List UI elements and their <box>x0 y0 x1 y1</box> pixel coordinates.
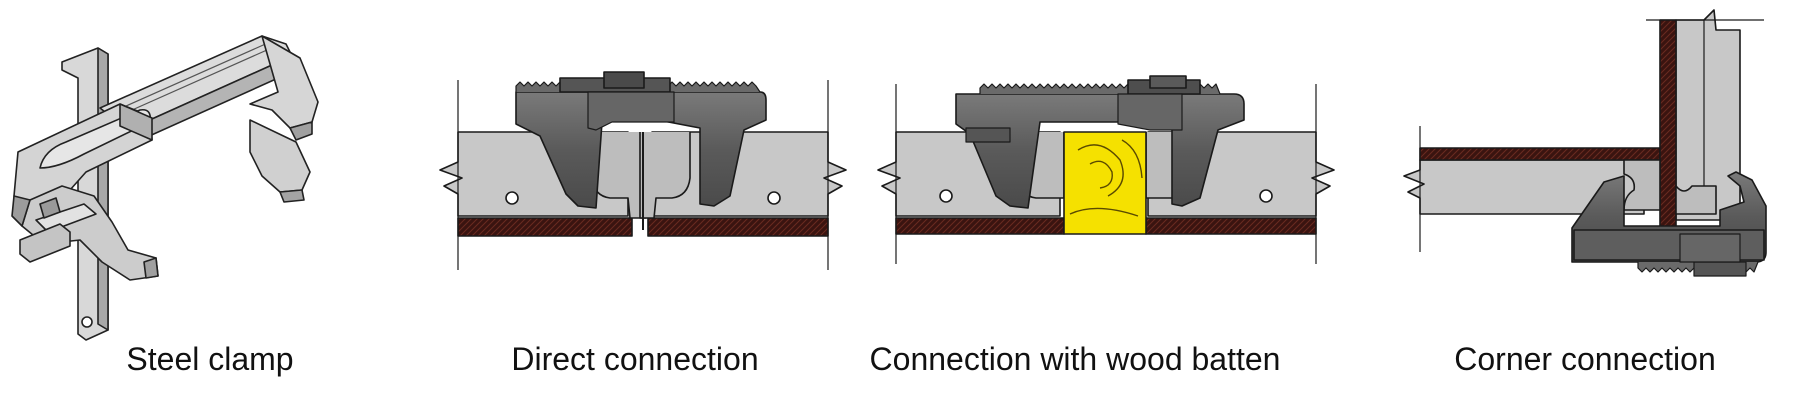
direct-connection-illustration <box>439 71 847 270</box>
caption-direct-connection: Direct connection <box>511 341 759 377</box>
caption-steel-clamp: Steel clamp <box>126 341 294 377</box>
wood-batten-connection-illustration <box>877 75 1335 264</box>
caption-wood-batten-connection: Connection with wood batten <box>869 341 1281 377</box>
corner-connection-illustration <box>1403 9 1767 277</box>
steel-clamp-illustration <box>11 35 319 341</box>
caption-corner-connection: Corner connection <box>1454 341 1716 377</box>
